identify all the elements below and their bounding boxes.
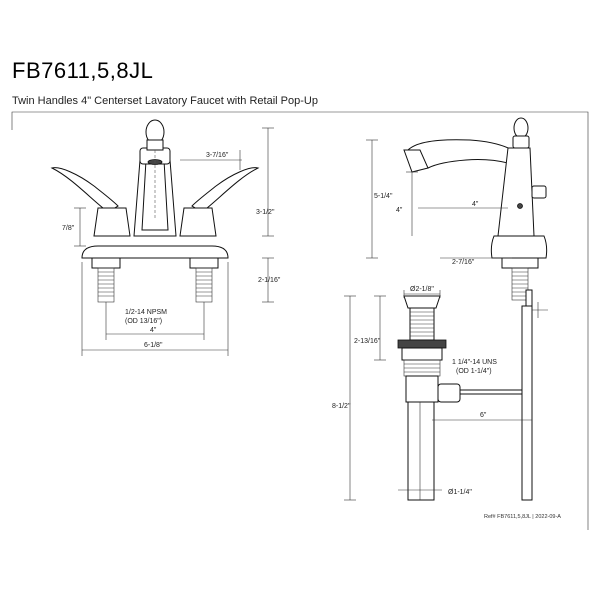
dim-od-1-1-4: (OD 1-1/4") <box>456 368 492 375</box>
dim-7-8: 7/8" <box>62 225 75 232</box>
side-dimensions <box>366 139 512 259</box>
dim-uns: 1 1/4"-14 UNS <box>452 359 497 366</box>
pop-up-drain <box>397 289 548 501</box>
dim-side-reach: 4" <box>472 201 479 208</box>
dim-drain-top-dia: Ø2-1/8" <box>410 286 434 293</box>
dim-tail-dia: Ø1-1/4" <box>448 489 472 496</box>
drain-dimensions <box>344 290 532 501</box>
dim-rod-6: 6" <box>480 412 487 419</box>
dim-side-4-vert: 4" <box>396 207 403 214</box>
side-view-faucet <box>403 117 548 301</box>
dim-2-13-16: 2-13/16" <box>354 338 381 345</box>
dim-spout-reach: 3-7/16" <box>206 152 229 159</box>
dim-od-13-16: (OD 13/16") <box>125 318 162 325</box>
front-dimensions <box>74 127 274 356</box>
dim-npsm: 1/2-14 NPSM <box>125 309 167 316</box>
dim-2-1-16: 2-1/16" <box>258 277 281 284</box>
dim-side-height: 5-1/4" <box>374 193 393 200</box>
reference-number: Ref# FB7611,5,8JL | 2022-09-A <box>484 514 561 520</box>
product-description: Twin Handles 4" Centerset Lavatory Fauce… <box>12 95 318 107</box>
dim-side-2-7-16: 2-7/16" <box>452 259 475 266</box>
dim-height-3-1-2: 3-1/2" <box>256 209 275 216</box>
dim-center-4: 4" <box>150 327 157 334</box>
model-number: FB7611,5,8JL <box>12 58 154 83</box>
dim-overall-6-1-8: 6-1/8" <box>144 342 163 349</box>
frame-outline <box>11 111 589 530</box>
dim-8-1-2: 8-1/2" <box>332 403 351 410</box>
front-view-faucet <box>50 119 260 303</box>
